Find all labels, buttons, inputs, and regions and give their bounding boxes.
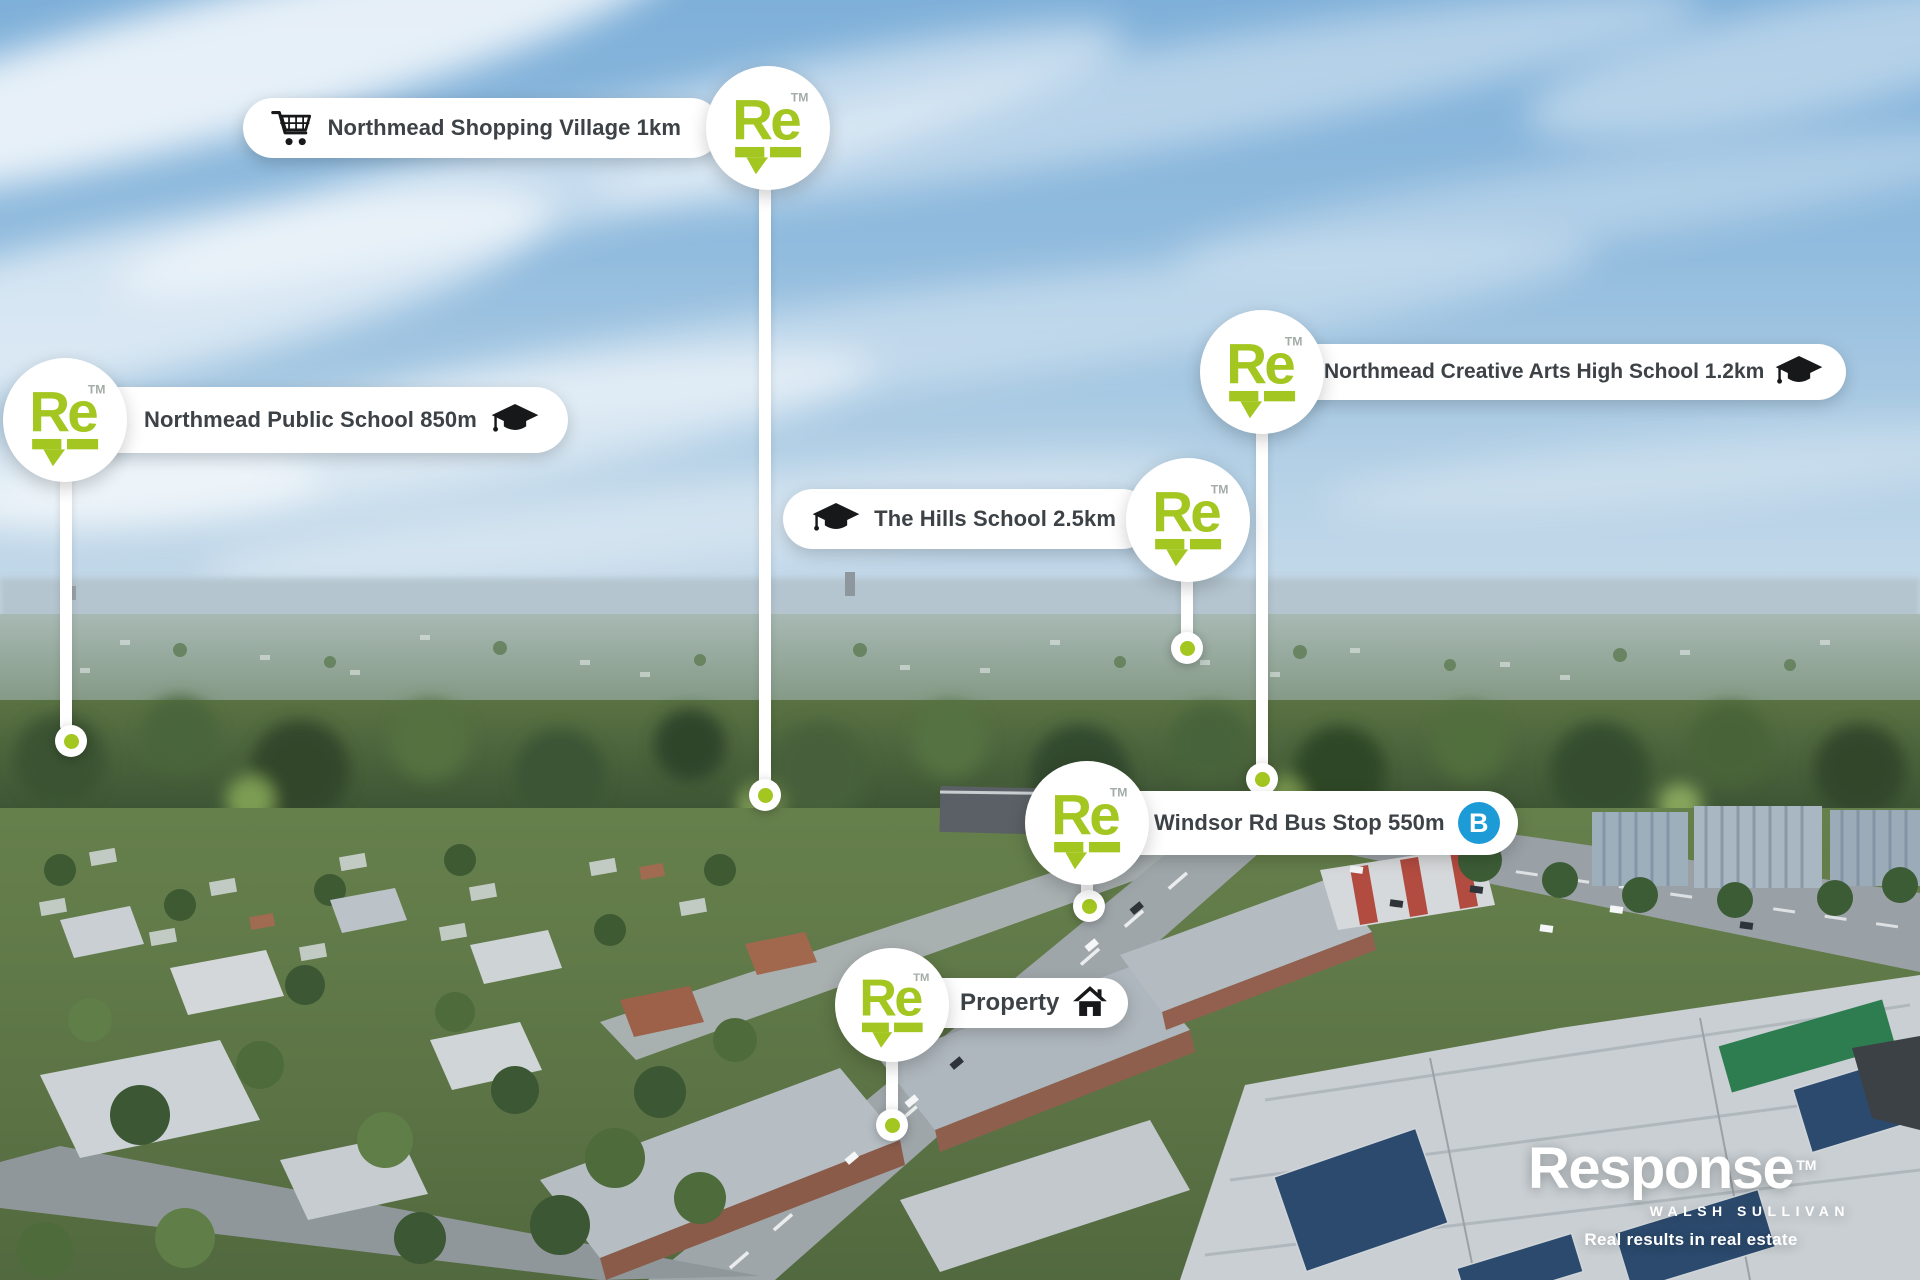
distant-suburbs [68, 572, 1830, 680]
location-dot [1073, 890, 1105, 922]
graduation-cap-icon [1774, 355, 1824, 389]
pill-label: Northmead Shopping Village 1km [327, 115, 681, 140]
pill-label: Property [960, 989, 1060, 1016]
connector-line [759, 150, 771, 790]
response-title: Response [1528, 1136, 1795, 1201]
bus-icon: B [1457, 802, 1500, 844]
re-logo-badge [1126, 458, 1250, 582]
label-pill-shopping-village: Northmead Shopping Village 1km [242, 98, 721, 158]
location-dot-core [1254, 771, 1270, 787]
shopping-cart-icon [271, 108, 315, 148]
location-dot-core [757, 787, 773, 803]
label-pill-public-school: Northmead Public School 850m [60, 387, 568, 453]
re-logo [1141, 473, 1235, 567]
location-dot-core [884, 1117, 900, 1133]
response-tm: TM [1796, 1157, 1817, 1173]
re-logo-badge [835, 948, 949, 1062]
graduation-cap-icon [811, 502, 861, 536]
re-logo-badge [1200, 310, 1324, 434]
pill-label: Northmead Creative Arts High School 1.2k… [1324, 360, 1765, 383]
re-logo [1040, 776, 1134, 870]
re-logo-badge [1025, 761, 1149, 885]
location-dot-core [63, 733, 79, 749]
pill-label: Northmead Public School 850m [144, 407, 477, 432]
label-pill-creative-arts: Northmead Creative Arts High School 1.2k… [1240, 344, 1847, 400]
distant-band [0, 614, 1920, 714]
re-logo-badge [706, 66, 830, 190]
connector-line [1181, 565, 1193, 643]
location-dot [55, 725, 87, 757]
re-logo [721, 81, 815, 175]
response-tagline: Real results in real estate [1584, 1230, 1798, 1249]
re-logo [849, 962, 936, 1049]
bus-icon-letter: B [1468, 807, 1489, 838]
pill-label: The Hills School 2.5km [874, 506, 1116, 531]
pill-label: Windsor Rd Bus Stop 550m [1154, 810, 1445, 835]
re-logo [1215, 325, 1309, 419]
location-dot [876, 1109, 908, 1141]
location-dot-core [1179, 640, 1195, 656]
location-dot-core [1081, 898, 1097, 914]
connector-line [1256, 420, 1268, 772]
cars [844, 865, 1754, 1165]
re-logo-badge [3, 358, 127, 482]
house-icon [1072, 985, 1108, 1021]
response-subtitle: WALSH SULLIVAN [1649, 1203, 1850, 1219]
graduation-cap-icon [490, 403, 540, 437]
re-logo [18, 373, 112, 467]
location-dot [749, 779, 781, 811]
label-pill-hills-school: The Hills School 2.5km [783, 489, 1152, 549]
connector-line [60, 460, 72, 732]
location-dot [1246, 763, 1278, 795]
location-dot [1171, 632, 1203, 664]
